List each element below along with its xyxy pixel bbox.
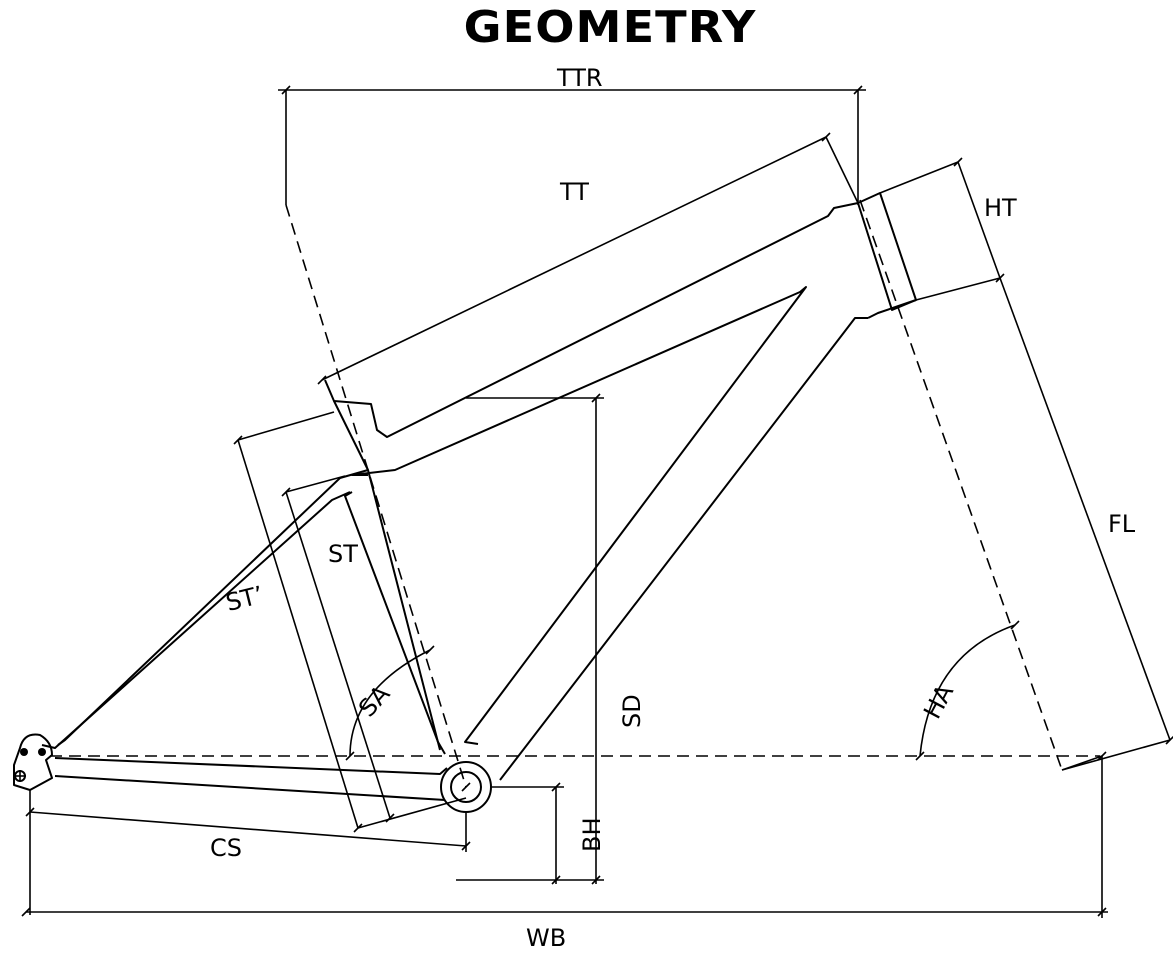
ha-angle-arc — [919, 624, 1016, 757]
tt-dimension — [321, 136, 827, 381]
label-st-prime: ST’ — [223, 581, 266, 617]
dropout-axle — [20, 748, 28, 756]
diagram-title: GEOMETRY — [463, 2, 757, 53]
dropout-bolt — [38, 748, 46, 756]
rear-dropout — [13, 733, 53, 791]
steering-axis — [859, 199, 1063, 771]
label-fl: FL — [1108, 510, 1136, 538]
dimension-lines — [21, 85, 1173, 918]
chain-stay-lower — [54, 775, 446, 801]
label-ht: HT — [984, 194, 1017, 222]
seat-stay-lower — [41, 491, 351, 749]
label-sa: SA — [353, 679, 396, 722]
label-wb: WB — [526, 924, 566, 952]
seat-tube-inner — [344, 491, 446, 755]
dimension-ticks — [21, 85, 1173, 917]
bottom-bracket-inner — [450, 771, 482, 803]
label-st: ST — [328, 540, 358, 568]
seat-tube-axis — [285, 204, 467, 788]
fl-dimension — [999, 277, 1171, 741]
label-ha: HA — [918, 679, 959, 723]
top-tube-outline — [324, 202, 859, 438]
cs-dimension — [29, 811, 467, 847]
head-tube — [857, 192, 917, 311]
ht-dimension — [957, 161, 1001, 279]
label-sd: SD — [618, 694, 646, 728]
st-dimension — [285, 491, 391, 819]
label-cs: CS — [210, 834, 242, 862]
chain-stay-upper — [54, 757, 448, 775]
construction-lines — [50, 90, 1100, 788]
down-tube-outline — [499, 317, 868, 781]
label-bh: BH — [578, 817, 606, 852]
bike-frame — [13, 192, 917, 813]
sa-angle-arc — [349, 649, 431, 757]
label-tt: TT — [559, 178, 589, 206]
label-ttr: TTR — [556, 64, 603, 92]
st-prime-dimension — [237, 439, 359, 829]
head-tube-join — [867, 299, 917, 319]
